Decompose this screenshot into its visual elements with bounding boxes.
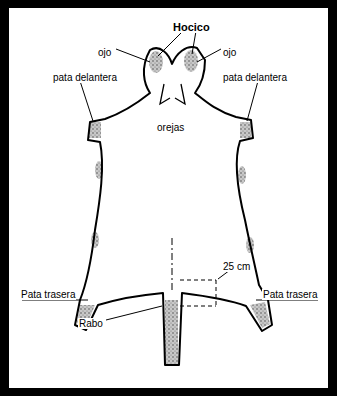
dimension-line: [180, 306, 216, 307]
ear-outline: [160, 84, 185, 104]
tail-patch: [165, 300, 178, 364]
leader-line: [247, 81, 258, 121]
hide-outline: [75, 47, 272, 365]
eye-label: ojo: [222, 47, 237, 58]
leg-patch: [89, 122, 101, 138]
dimension-line: [216, 280, 217, 306]
paper-ground: [9, 8, 328, 388]
leader-line: [80, 81, 93, 121]
hindleg-label: Pata trasera: [20, 289, 76, 300]
label-holder: pata delantera: [222, 67, 288, 85]
snout-label: Hocico: [172, 21, 211, 33]
snout-patch: [149, 51, 163, 73]
leader-lines: [22, 31, 318, 320]
leader-line: [197, 49, 221, 62]
label-holder: ojo: [97, 42, 112, 60]
leader-line: [116, 49, 150, 62]
label-holder: Rabo: [78, 313, 104, 331]
leader-line: [192, 31, 196, 54]
label-holder: Pata trasera: [262, 284, 318, 302]
leader-line: [158, 31, 183, 56]
dimension-lines: [172, 238, 230, 306]
label-holder: pata delantera: [52, 67, 118, 85]
label-holder: Pata trasera: [20, 284, 76, 302]
eye-label: ojo: [97, 47, 112, 58]
foreleg-label: pata delantera: [52, 72, 118, 83]
label-holder: ojo: [222, 42, 237, 60]
center-line: [172, 238, 173, 290]
tail-label: Rabo: [78, 318, 104, 329]
dimension-label: 25 cm: [222, 261, 251, 272]
snout-patch: [184, 50, 198, 72]
ears-label: orejas: [156, 122, 185, 133]
flank-patch: [238, 166, 246, 184]
leader-line: [106, 306, 162, 320]
label-holder: orejas: [156, 117, 185, 135]
hindleg-label: Pata trasera: [262, 289, 318, 300]
foreleg-label: pata delantera: [222, 72, 288, 83]
dimension-line: [180, 280, 216, 281]
label-holder: 25 cm: [222, 256, 251, 274]
label-holder: Hocico: [172, 17, 211, 35]
leg-patch: [250, 302, 270, 328]
leg-patch: [240, 122, 251, 138]
